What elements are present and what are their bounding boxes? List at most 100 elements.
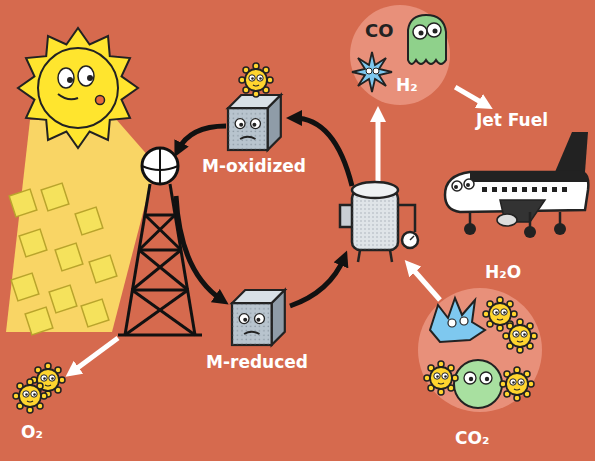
airplane	[464, 179, 474, 189]
node-label: M-reduced	[206, 352, 308, 372]
feed-circle	[480, 372, 492, 384]
sun	[58, 94, 78, 99]
feed-circle	[454, 360, 502, 408]
heliostat-mirrors	[55, 243, 83, 271]
reactor	[390, 250, 392, 262]
airplane	[512, 187, 517, 192]
gas-label: O₂	[17, 420, 47, 444]
solar-tower	[132, 250, 181, 290]
feed-circle	[430, 298, 485, 342]
feed-circle	[418, 288, 542, 412]
reduced-cube	[232, 290, 285, 345]
syngas-circle	[419, 31, 424, 36]
oxidized-cube	[228, 95, 281, 150]
syngas-circle	[433, 29, 438, 34]
feed-circle	[469, 377, 473, 381]
heliostat-mirrors	[81, 299, 109, 327]
cycle-arrows	[290, 258, 344, 306]
feed-circle	[485, 377, 489, 381]
material-label: M-oxidized	[198, 154, 310, 178]
flow-arrows	[376, 114, 381, 182]
product-label: Jet Fuel	[472, 108, 552, 132]
heliostat-mirrors	[75, 207, 103, 235]
heliostat-mirrors	[19, 229, 47, 257]
airplane	[555, 132, 588, 172]
node-label: CO	[365, 20, 394, 42]
airplane	[522, 187, 527, 192]
airplane	[464, 223, 476, 235]
reactor	[340, 182, 418, 262]
node-label: CO₂	[455, 428, 489, 448]
flow-arrows	[410, 266, 440, 300]
reactor	[402, 232, 418, 248]
syngas-circle	[408, 15, 446, 64]
sun	[87, 75, 93, 81]
airplane	[542, 187, 547, 192]
airplane	[524, 226, 536, 238]
solar-tower	[125, 290, 188, 335]
airplane	[492, 187, 497, 192]
node-label: Jet Fuel	[476, 110, 548, 130]
airplane	[552, 187, 557, 192]
solar-tower	[145, 214, 175, 217]
airplane	[466, 183, 470, 187]
feed-circle	[503, 319, 537, 353]
feed-circle	[500, 367, 534, 401]
airplane	[562, 187, 567, 192]
flow-arrows	[72, 114, 440, 372]
syngas-circle	[413, 25, 427, 39]
airplane	[554, 223, 566, 235]
node-label: M-oxidized	[202, 156, 306, 176]
airplane	[482, 187, 567, 192]
node-label: O₂	[21, 422, 43, 442]
sun	[78, 66, 94, 86]
sun	[18, 28, 138, 148]
solar-tower	[159, 148, 161, 184]
solar-tower	[139, 250, 188, 290]
solar-tower	[118, 148, 202, 335]
airplane	[452, 181, 462, 191]
feed-circle	[418, 288, 542, 412]
heliostat-mirrors	[89, 255, 117, 283]
airplane	[445, 132, 588, 238]
airplane	[532, 187, 537, 192]
solar-tower	[132, 289, 188, 292]
heliostat-mirrors	[9, 183, 117, 335]
solar-tower	[139, 215, 175, 250]
syngas-circle-node: CO H₂	[350, 5, 450, 105]
oxidized-cube	[228, 63, 281, 150]
reactor	[358, 250, 360, 262]
syngas-circle	[352, 52, 392, 92]
sun	[67, 77, 73, 83]
sun	[96, 96, 105, 105]
sun	[18, 28, 138, 148]
syngas-circle	[366, 68, 372, 74]
flow-arrows	[72, 338, 118, 372]
airplane	[497, 214, 517, 226]
syngas-circle	[373, 68, 379, 74]
cycle-arrows	[176, 196, 222, 300]
oxygen-molecule	[13, 379, 47, 413]
airplane	[502, 187, 507, 192]
airplane	[454, 185, 458, 189]
reactor	[398, 205, 415, 232]
material-label: M-reduced	[202, 350, 312, 374]
feed-circle	[460, 317, 468, 325]
cycle-arrows	[178, 126, 226, 150]
airplane	[482, 187, 487, 192]
reactor	[410, 236, 414, 240]
heliostat-mirrors	[25, 307, 53, 335]
oxidized-cube	[239, 63, 273, 97]
solar-tower	[142, 166, 178, 170]
heliostat-mirrors	[11, 273, 39, 301]
syngas-circle	[350, 5, 450, 105]
node-label: H₂O	[485, 262, 521, 282]
feed-circle	[448, 319, 456, 327]
reactor	[352, 182, 398, 198]
solar-tower	[125, 184, 150, 335]
solar-tower	[132, 290, 195, 335]
flow-arrow	[455, 87, 486, 105]
node-label: H₂	[396, 75, 418, 95]
